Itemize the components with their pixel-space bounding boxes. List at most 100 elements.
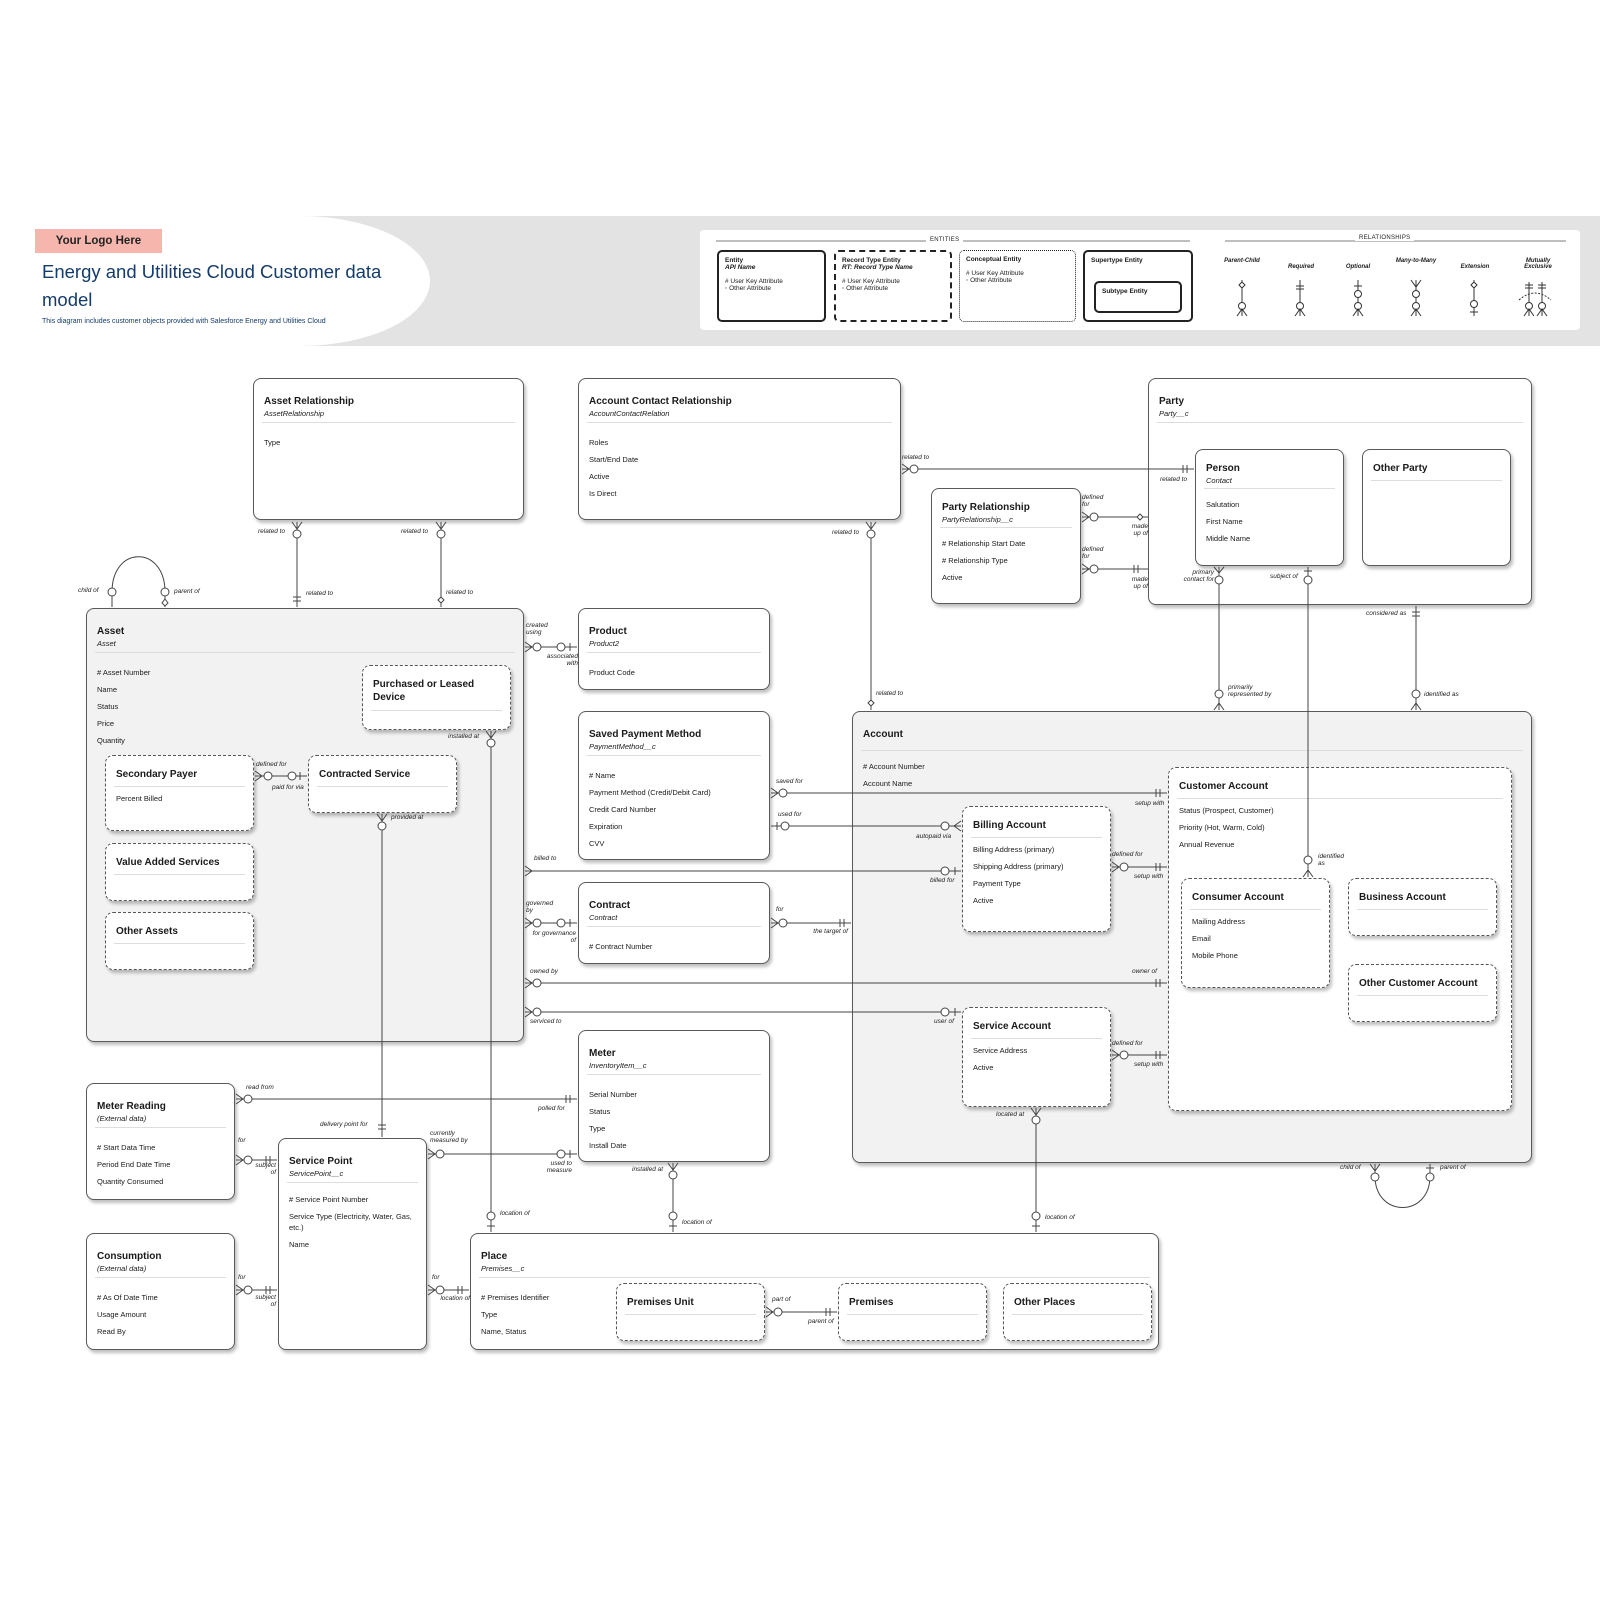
attribute: Account Name [863, 779, 913, 788]
rel-label: made up of [1131, 523, 1148, 537]
entity-meter[interactable]: Meter InventoryItem__c Serial Number Sta… [578, 1030, 770, 1162]
entity-billing-account[interactable]: Billing Account Billing Address (primary… [962, 806, 1111, 932]
rel-label: parent of [174, 588, 200, 595]
rel-label: subject of [255, 1162, 276, 1176]
rel-label: used for [778, 811, 802, 818]
rel-label: identified as [1318, 853, 1345, 867]
rel-label: located at [996, 1111, 1025, 1118]
rel-label: parent of [808, 1318, 834, 1325]
rel-account-self [1369, 1163, 1435, 1208]
entity-name: Premises Unit [627, 1297, 694, 1308]
entity-account-contact-relationship[interactable]: Account Contact Relationship AccountCont… [578, 378, 901, 520]
rel-label: subject of [255, 1294, 276, 1308]
attribute: Active [973, 1063, 994, 1072]
entity-business-account[interactable]: Business Account [1348, 878, 1497, 936]
rel-label: child of [1340, 1164, 1361, 1171]
attribute: # Service Point Number [289, 1195, 369, 1204]
rel-label: defined for [1112, 851, 1143, 858]
entity-product[interactable]: Product Product2 Product Code [578, 608, 770, 690]
entity-name: Purchased or Leased Device [373, 679, 475, 703]
rel-label: installed at [448, 733, 480, 740]
entity-asset-relationship[interactable]: Asset Relationship AssetRelationship Typ… [253, 378, 524, 520]
entity-secondary-payer[interactable]: Secondary Payer Percent Billed [105, 755, 254, 831]
entity-api-name: Party__c [1159, 409, 1189, 418]
entity-consumer-account[interactable]: Consumer Account Mailing Address Email M… [1181, 878, 1330, 988]
legend-entities-heading: ENTITIES [926, 237, 964, 243]
rel-label: saved for [776, 778, 803, 785]
rel-asset-contract [524, 917, 577, 929]
attribute: Active [589, 472, 610, 481]
attribute: Billing Address (primary) [973, 845, 1055, 854]
entity-api-name: Contact [1206, 476, 1232, 485]
page-subtitle: This diagram includes customer objects p… [42, 318, 326, 325]
legend-rel-parent-child: Parent-Child [1224, 258, 1260, 264]
entity-name: Billing Account [973, 820, 1046, 831]
rel-label: created using [526, 622, 548, 636]
entity-api-name: Product2 [589, 639, 620, 648]
attribute: Active [973, 896, 994, 905]
rel-contracted-service-service-point [376, 813, 388, 1137]
entity-api-name: Asset [97, 639, 116, 648]
entity-saved-payment-method[interactable]: Saved Payment Method PaymentMethod__c # … [578, 711, 770, 860]
entity-meter-reading[interactable]: Meter Reading (External data) # Start Da… [86, 1083, 235, 1200]
entity-contract[interactable]: Contract Contract # Contract Number [578, 882, 770, 964]
entity-name: Secondary Payer [116, 769, 198, 780]
entity-name: Other Assets [116, 926, 178, 937]
rel-party-relationship-party-1 [1081, 511, 1148, 523]
attribute: # Relationship Start Date [942, 539, 1026, 548]
entity-premises[interactable]: Premises [838, 1283, 987, 1341]
legend-rel-optional: Optional [1345, 264, 1371, 270]
entity-premises-unit[interactable]: Premises Unit [616, 1283, 765, 1341]
entity-other-assets[interactable]: Other Assets [105, 912, 254, 970]
entity-name: Asset [97, 626, 125, 637]
rel-label: identified as [1424, 691, 1459, 698]
rel-label: primary contact for [1183, 569, 1214, 583]
rel-label: billed to [534, 855, 557, 862]
attribute: Payment Method (Credit/Debit Card) [589, 788, 711, 797]
entity-name: Account Contact Relationship [589, 396, 732, 407]
entity-api-name: PaymentMethod__c [589, 742, 656, 751]
rel-label: defined for [256, 761, 287, 768]
attribute: Mailing Address [1192, 917, 1245, 926]
attribute: Name [289, 1240, 310, 1249]
entity-service-point[interactable]: Service Point ServicePoint__c # Service … [278, 1138, 427, 1350]
rel-payment-billing-account [771, 820, 962, 832]
rel-party-relationship-party-2 [1081, 563, 1148, 575]
entity-api-name: ServicePoint__c [289, 1169, 344, 1178]
attribute: Middle Name [1206, 534, 1251, 543]
rel-label: for [238, 1274, 246, 1281]
legend-subtype-entity: Subtype Entity [1094, 281, 1182, 313]
rel-contract-account [770, 917, 851, 929]
entity-name: Business Account [1359, 892, 1446, 903]
rel-label: setup with [1134, 873, 1164, 880]
attribute: # Premises Identifier [481, 1293, 550, 1302]
entity-value-added-services[interactable]: Value Added Services [105, 843, 254, 901]
entity-party-relationship[interactable]: Party Relationship PartyRelationship__c … [931, 488, 1081, 604]
attribute: Annual Revenue [1179, 840, 1235, 849]
entity-other-party[interactable]: Other Party [1362, 449, 1511, 566]
rel-service-customer-account [1111, 1049, 1167, 1061]
attribute: # Start Data Time [97, 1143, 156, 1152]
entity-other-places[interactable]: Other Places [1003, 1283, 1152, 1341]
entity-contracted-service[interactable]: Contracted Service [308, 755, 457, 813]
entity-purchased-or-leased-device[interactable]: Purchased or Leased Device [362, 665, 511, 730]
attribute: Service Type (Electricity, Water, Gas, e… [289, 1212, 412, 1232]
rel-service-account-place [1030, 1107, 1042, 1232]
attribute: Quantity Consumed [97, 1177, 164, 1186]
rel-label: part of [772, 1296, 791, 1303]
rel-label: installed at [632, 1166, 664, 1173]
rel-asset-relationship-asset-1 [291, 521, 303, 607]
entity-consumption[interactable]: Consumption (External data) # As Of Date… [86, 1233, 235, 1350]
attribute: Salutation [1206, 500, 1240, 509]
entity-name: Other Customer Account [1359, 978, 1478, 989]
rel-asset-customer-account-owner [524, 977, 1167, 989]
attribute: Expiration [589, 822, 623, 831]
rel-label: for governance of [532, 930, 576, 944]
rel-label: for [776, 906, 784, 913]
entity-name: Product [589, 626, 627, 637]
entity-person[interactable]: Person Contact Salutation First Name Mid… [1195, 449, 1344, 566]
entity-service-account[interactable]: Service Account Service Address Active [962, 1007, 1111, 1107]
entity-api-name: PartyRelationship__c [942, 515, 1013, 524]
rel-label: currently measured by [430, 1130, 468, 1144]
entity-other-customer-account[interactable]: Other Customer Account [1348, 964, 1497, 1022]
